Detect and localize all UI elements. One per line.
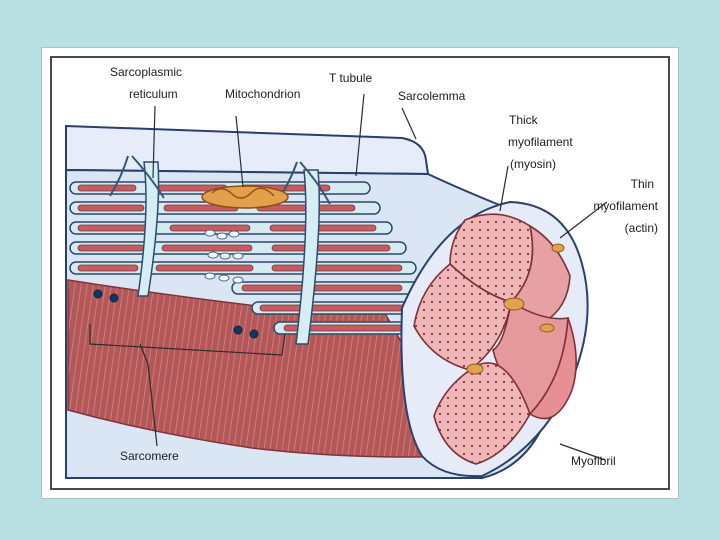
muscle-fiber-illustration [65, 93, 608, 479]
label-t-tubule: T tubule [329, 71, 373, 85]
label-thin-line3: (actin) [624, 221, 658, 235]
myofibril-wedges [413, 213, 577, 465]
actin-highlights [466, 243, 565, 375]
reticulum-pores [204, 229, 244, 284]
label-thin-line2: myofilament [593, 199, 658, 213]
tubule-openings [93, 289, 259, 339]
t-tubule-channels [137, 161, 320, 345]
label-sarcoplasmic-reticulum-line2: reticulum [129, 87, 178, 101]
label-mitochondrion: Mitochondrion [225, 87, 301, 101]
label-myofibril: Myofibril [571, 454, 616, 468]
slide-frame: Sarcoplasmic reticulum Mitochondrion T t… [42, 48, 678, 498]
label-thick-line1: Thick [509, 113, 538, 127]
label-thick-line3: (myosin) [510, 157, 557, 171]
label-thin-line1: Thin [630, 177, 654, 191]
callout-lines [89, 93, 608, 461]
mitochondrion-shape [201, 185, 289, 209]
sarcolemma-sheet [65, 124, 430, 176]
label-sarcomere: Sarcomere [120, 449, 179, 463]
label-sarcolemma: Sarcolemma [398, 89, 466, 103]
label-thick-line2: myofilament [508, 135, 573, 149]
diagram-panel: Sarcoplasmic reticulum Mitochondrion T t… [50, 56, 670, 490]
label-sarcoplasmic-reticulum-line1: Sarcoplasmic [110, 65, 183, 79]
